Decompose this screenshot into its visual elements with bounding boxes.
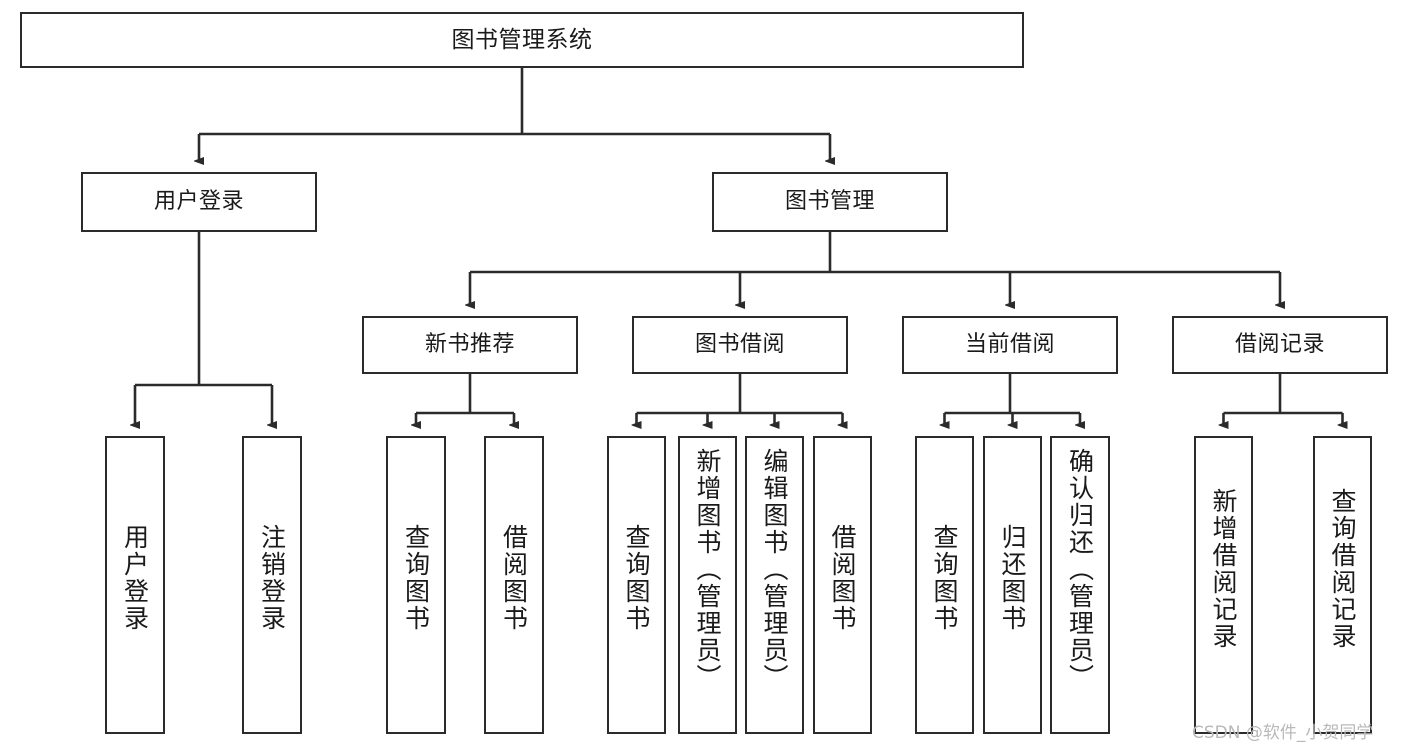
node-leaf-query-book-1[interactable]: 查询图书 <box>386 436 446 734</box>
node-label-book-manage: 图书管理 <box>784 189 875 215</box>
node-leaf-confirm-return[interactable]: 确认归还（管理员） <box>1050 436 1110 734</box>
node-leaf-add-record[interactable]: 新增借阅记录 <box>1194 436 1253 734</box>
node-leaf-logout[interactable]: 注销登录 <box>242 436 302 734</box>
node-leaf-query-record[interactable]: 查询借阅记录 <box>1313 436 1372 734</box>
node-leaf-return-book[interactable]: 归还图书 <box>983 436 1042 734</box>
node-current-borrow[interactable]: 当前借阅 <box>902 316 1118 374</box>
node-label-current-borrow: 当前借阅 <box>964 332 1055 358</box>
node-label-borrow-record: 借阅记录 <box>1234 332 1325 358</box>
node-label-book-borrow: 图书借阅 <box>694 332 785 358</box>
node-label-leaf-logout: 注销登录 <box>257 524 287 632</box>
node-leaf-query-book-3[interactable]: 查询图书 <box>915 436 974 734</box>
node-leaf-user-login[interactable]: 用户登录 <box>105 436 165 734</box>
node-root[interactable]: 图书管理系统 <box>20 12 1024 68</box>
node-label-leaf-query-book-1: 查询图书 <box>401 524 431 632</box>
node-label-leaf-add-record: 新增借阅记录 <box>1209 488 1238 650</box>
node-new-book-rec[interactable]: 新书推荐 <box>362 316 578 374</box>
node-label-new-book-rec: 新书推荐 <box>424 332 515 358</box>
node-user-login[interactable]: 用户登录 <box>81 172 317 232</box>
node-borrow-record[interactable]: 借阅记录 <box>1172 316 1388 374</box>
node-book-manage[interactable]: 图书管理 <box>712 172 948 232</box>
node-leaf-query-book-2[interactable]: 查询图书 <box>607 436 666 734</box>
node-label-leaf-borrow-book-1: 借阅图书 <box>499 524 529 632</box>
node-leaf-borrow-book-1[interactable]: 借阅图书 <box>484 436 544 734</box>
node-leaf-edit-book[interactable]: 编辑图书（管理员） <box>745 436 804 734</box>
node-book-borrow[interactable]: 图书借阅 <box>632 316 848 374</box>
node-leaf-borrow-book-2[interactable]: 借阅图书 <box>813 436 872 734</box>
node-label-leaf-return-book: 归还图书 <box>998 524 1027 632</box>
node-label-leaf-borrow-book-2: 借阅图书 <box>828 524 857 632</box>
edges-group <box>135 68 1343 425</box>
node-leaf-add-book[interactable]: 新增图书（管理员） <box>678 436 737 734</box>
node-label-leaf-confirm-return: 确认归还（管理员） <box>1065 448 1095 691</box>
node-label-leaf-add-book: 新增图书（管理员） <box>693 448 722 691</box>
node-label-leaf-query-book-3: 查询图书 <box>930 524 959 632</box>
node-label-leaf-user-login: 用户登录 <box>120 524 150 632</box>
node-label-leaf-edit-book: 编辑图书（管理员） <box>760 448 789 691</box>
node-label-leaf-query-record: 查询借阅记录 <box>1328 488 1357 650</box>
node-label-leaf-query-book-2: 查询图书 <box>622 524 651 632</box>
node-label-root: 图书管理系统 <box>451 26 593 53</box>
node-label-user-login: 用户登录 <box>153 189 244 215</box>
